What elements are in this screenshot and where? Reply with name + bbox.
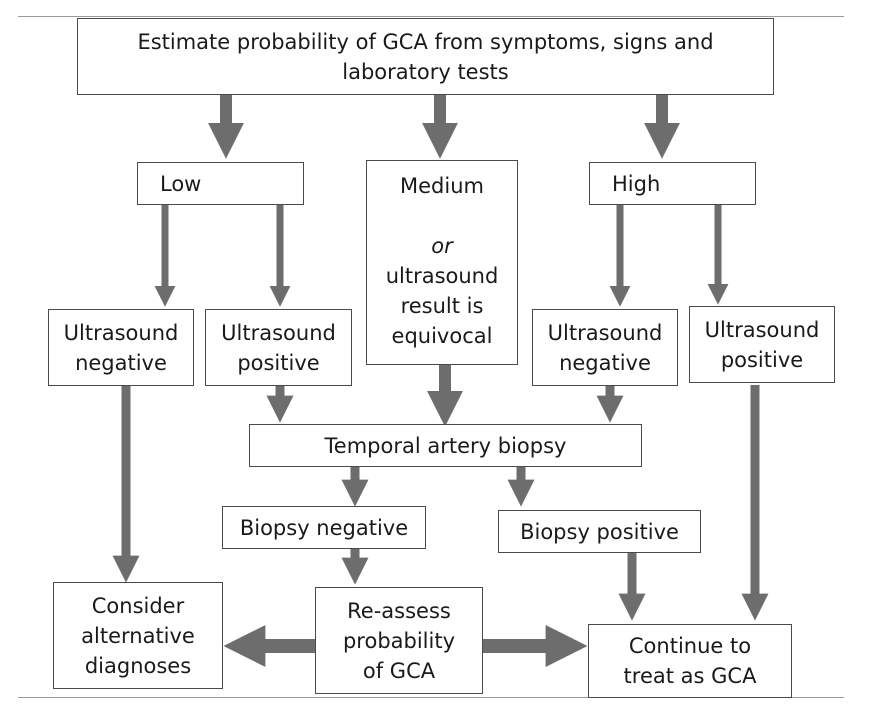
continue-treat-box: Continue to treat as GCA [588,624,792,698]
biopsy-label: Temporal artery biopsy [324,433,567,458]
top-rule [18,16,844,17]
low-us-positive-line2: positive [237,350,320,375]
reassess-line3: of GCA [362,658,436,683]
estimate-line1: Estimate probability of GCA from symptom… [137,29,714,54]
high-us-negative-line1: Ultrasound [547,320,663,345]
high-ultrasound-negative-box: Ultrasound negative [532,309,678,386]
low-ultrasound-negative-box: Ultrasound negative [48,309,194,386]
low-us-negative-line1: Ultrasound [63,320,179,345]
medium-line5: equivocal [391,324,493,348]
alternative-line3: diagnoses [84,653,192,678]
high-box: High [589,162,756,205]
estimate-probability-box: Estimate probability of GCA from symptom… [77,18,774,95]
alternative-line2: alternative [81,623,195,648]
bottom-rule [18,697,844,698]
continue-line2: treat as GCA [623,664,757,688]
biopsy-negative-label: Biopsy negative [239,515,409,540]
temporal-artery-biopsy-box: Temporal artery biopsy [249,424,642,467]
medium-line4: result is [400,294,484,318]
biopsy-positive-label: Biopsy positive [520,519,679,544]
estimate-line2: laboratory tests [342,59,509,84]
high-us-negative-line2: negative [559,350,651,375]
reassess-line2: probability [342,628,456,653]
medium-line3: ultrasound [385,264,499,288]
low-box: Low [137,162,304,205]
reassess-line1: Re-assess [347,598,451,623]
high-ultrasound-positive-box: Ultrasound positive [689,306,835,383]
low-label: Low [160,171,202,196]
high-label: High [612,171,661,196]
consider-alternative-diagnoses-box: Consider alternative diagnoses [53,582,223,689]
medium-line1: Medium [400,174,484,198]
reassess-probability-box: Re-assess probability of GCA [315,587,483,694]
biopsy-negative-box: Biopsy negative [222,506,426,549]
low-us-positive-line1: Ultrasound [221,320,336,345]
medium-line2: or [431,234,453,258]
low-us-negative-line2: negative [75,350,167,375]
alternative-line1: Consider [91,593,185,618]
high-us-positive-line2: positive [720,347,804,372]
high-us-positive-line1: Ultrasound [704,317,820,342]
medium-box: Medium or ultrasound result is equivocal [366,160,518,365]
low-ultrasound-positive-box: Ultrasound positive [205,309,352,386]
biopsy-positive-box: Biopsy positive [498,510,701,553]
continue-line1: Continue to [628,634,752,658]
